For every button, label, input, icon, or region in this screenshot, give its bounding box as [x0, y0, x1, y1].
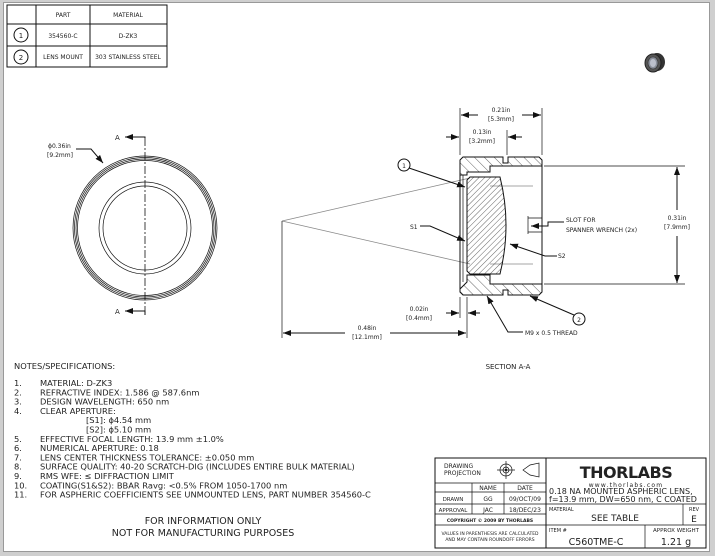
date-header: DATE — [517, 485, 533, 492]
header-material: MATERIAL — [113, 12, 143, 19]
note-number: 8. — [14, 462, 22, 472]
name-header: NAME — [479, 485, 497, 492]
material-value: SEE TABLE — [591, 514, 639, 524]
title-block: DRAWING PROJECTION THORLABS www.thorlabs… — [434, 457, 707, 549]
approval-date: 18/DEC/23 — [509, 507, 541, 514]
approval-label: APPROVAL — [439, 508, 469, 514]
header-part: PART — [56, 12, 71, 19]
dim-step-mm: [3.2mm] — [469, 138, 495, 145]
balloon-2: 2 — [577, 317, 581, 324]
note-text: EFFECTIVE FOCAL LENGTH: 13.9 mm ±1.0% — [40, 434, 224, 444]
drawn-label: DRAWN — [443, 497, 464, 503]
values-note-2: AND MAY CONTAIN ROUNDOFF ERRORS — [445, 537, 534, 543]
copyright: COPYRIGHT © 2009 BY THORLABS — [447, 518, 533, 524]
dim-recess-mm: [0.4mm] — [406, 315, 432, 322]
item-balloon — [13, 27, 29, 43]
third-angle-projection-icon — [497, 461, 540, 479]
dim-height-in: 0.31in — [668, 215, 687, 222]
projection-label-2: PROJECTION — [444, 470, 481, 477]
note-number: 1. — [14, 378, 22, 388]
label-s2: S2 — [558, 253, 566, 260]
label-s1: S1 — [410, 224, 418, 231]
material-label: MATERIAL — [549, 507, 574, 513]
rev-label: REV — [689, 507, 700, 513]
item-number: 1 — [19, 32, 23, 40]
balloon-1: 1 — [402, 163, 406, 170]
drawn-name: GG — [483, 496, 493, 503]
rev-value: E — [691, 515, 697, 525]
note-text: FOR ASPHERIC COEFFICIENTS SEE UNMOUNTED … — [40, 490, 371, 500]
dim-length-in: 0.21in — [492, 107, 511, 114]
3d-lens-thumbnail-icon — [644, 53, 665, 73]
diameter-in: ϕ0.36in — [48, 143, 71, 150]
note-text: CLEAR APERTURE: — [40, 406, 116, 416]
weight-label: APPROX WEIGHT — [653, 528, 700, 534]
part-cell: 354560-C — [48, 33, 77, 40]
dim-height-mm: [7.9mm] — [664, 224, 690, 231]
diameter-mm: [9.2mm] — [47, 152, 73, 159]
section-label-top: A — [115, 134, 120, 142]
dim-step-in: 0.13in — [473, 129, 492, 136]
note-text: DESIGN WAVELENGTH: 650 nm — [40, 397, 169, 407]
note-number: 5. — [14, 434, 22, 444]
note-number: 9. — [14, 471, 22, 481]
section-title: SECTION A-A — [486, 363, 531, 371]
description-line2: f=13.9 mm, DW=650 nm, C COATED — [549, 495, 697, 504]
note-text: LENS CENTER THICKNESS TOLERANCE: ±0.050 … — [40, 452, 254, 462]
material-cell: D-ZK3 — [119, 33, 138, 40]
note-number: 3. — [14, 397, 22, 407]
website: www.thorlabs.com — [589, 482, 664, 489]
part-cell: LENS MOUNT — [43, 54, 83, 61]
drawn-date: 09/OCT/09 — [509, 496, 541, 503]
note-number: 2. — [14, 387, 22, 397]
dim-focal-in: 0.48in — [358, 325, 377, 332]
disclaimer-line2: NOT FOR MANUFACTURING PURPOSES — [112, 528, 294, 539]
section-label-bottom: A — [115, 308, 120, 316]
note-text: [S2]: ϕ5.10 mm — [86, 425, 151, 435]
dim-recess-in: 0.02in — [410, 306, 429, 313]
note-text: RMS WFE: ≤ DIFFRACTION LIMIT — [40, 471, 175, 481]
item-balloon — [13, 49, 29, 65]
item-label: ITEM # — [549, 528, 567, 534]
description-line1: 0.18 NA MOUNTED ASPHERIC LENS, — [549, 487, 693, 496]
drawing-sheet — [3, 2, 710, 552]
note-number: 11. — [14, 490, 27, 500]
thorlabs-logo: THORLABS — [580, 463, 673, 482]
note-text: REFRACTIVE INDEX: 1.586 @ 587.6nm — [40, 387, 199, 397]
note-text: [S1]: ϕ4.54 mm — [86, 415, 151, 425]
notes-title: NOTES/SPECIFICATIONS: — [14, 361, 115, 371]
thread-note: M9 x 0.5 THREAD — [525, 330, 578, 337]
weight-value: 1.21 g — [661, 537, 691, 548]
item-value: C560TME-C — [569, 537, 624, 548]
approval-name: JAC — [482, 507, 493, 514]
slot-note-line2: SPANNER WRENCH (2x) — [566, 227, 637, 234]
dim-focal-mm: [12.1mm] — [352, 334, 382, 341]
slot-note-line1: SLOT FOR — [566, 217, 596, 224]
notes: NOTES/SPECIFICATIONS: 1. MATERIAL: D-ZK3 2… — [14, 361, 371, 539]
note-number: 10. — [14, 480, 27, 490]
front-view: A A ϕ0.36in [9.2mm] — [47, 134, 218, 316]
lens-element — [466, 176, 507, 275]
note-text: COATING(S1&S2): BBAR Ravg: <0.5% FROM 10… — [40, 480, 287, 490]
note-number: 4. — [14, 406, 22, 416]
bom-table: PART MATERIAL 1 354560-C D-ZK3 2 LENS MO… — [6, 4, 168, 68]
section-view: 1 S1 S2 SLOT FOR SPANNER WRENCH (2x) 2 M… — [281, 107, 690, 371]
note-text: NUMERICAL APERTURE: 0.18 — [40, 443, 159, 453]
material-cell: 303 STAINLESS STEEL — [95, 54, 161, 61]
item-number: 2 — [19, 54, 23, 62]
disclaimer-line1: FOR INFORMATION ONLY — [145, 516, 262, 527]
note-number: 6. — [14, 443, 22, 453]
note-text: MATERIAL: D-ZK3 — [40, 378, 112, 388]
values-note-1: VALUES IN PARENTHESIS ARE CALCULATED — [441, 531, 539, 537]
note-text: SURFACE QUALITY: 40-20 SCRATCH-DIG (INCL… — [40, 462, 355, 472]
projection-label-1: DRAWING — [444, 463, 474, 470]
note-number: 7. — [14, 452, 22, 462]
dim-length-mm: [5.3mm] — [488, 116, 514, 123]
